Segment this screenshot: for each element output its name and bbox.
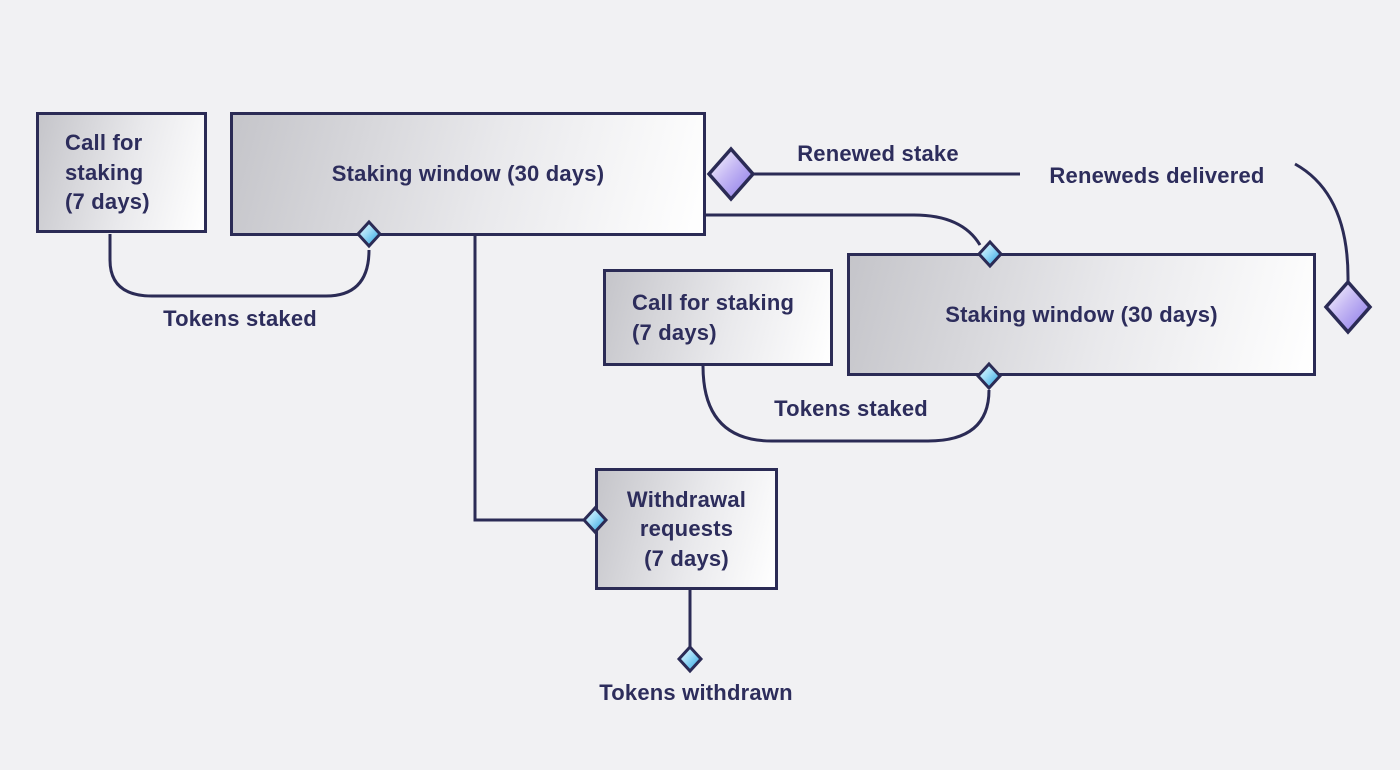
edge-label-renewed-stake: Renewed stake xyxy=(797,141,959,166)
purple-diamond-icon xyxy=(706,146,756,202)
edge-to-staking-window-2-top xyxy=(706,213,982,246)
purple-diamond-icon xyxy=(1323,279,1373,335)
edge-tokens-staked-1 xyxy=(108,234,371,298)
edge-label-tokens-withdrawn: Tokens withdrawn xyxy=(599,680,793,705)
edge-label-tokens-staked-1: Tokens staked xyxy=(163,306,317,331)
node-call-for-staking-2-label: Call for staking (7 days) xyxy=(632,290,795,345)
node-withdrawal-requests: Withdrawal requests (7 days) xyxy=(595,468,778,590)
node-staking-window-2: Staking window (30 days) xyxy=(847,253,1316,376)
edge-to-withdrawal-requests xyxy=(473,235,584,522)
node-call-for-staking-2: Call for staking (7 days) xyxy=(603,269,833,366)
node-staking-window-2-label: Staking window (30 days) xyxy=(945,301,1218,327)
node-staking-window-1: Staking window (30 days) xyxy=(230,112,706,236)
node-staking-window-1-label: Staking window (30 days) xyxy=(331,161,605,187)
node-call-for-staking-1-label: Call for staking (7 days) xyxy=(65,130,150,215)
edge-label-reneweds-delivered: Reneweds delivered xyxy=(1049,163,1265,188)
cyan-diamond-icon xyxy=(676,644,704,674)
edge-label-tokens-staked-2: Tokens staked xyxy=(774,396,928,421)
node-withdrawal-requests-label: Withdrawal requests (7 days) xyxy=(626,486,747,571)
node-call-for-staking-1: Call for staking (7 days) xyxy=(36,112,207,233)
